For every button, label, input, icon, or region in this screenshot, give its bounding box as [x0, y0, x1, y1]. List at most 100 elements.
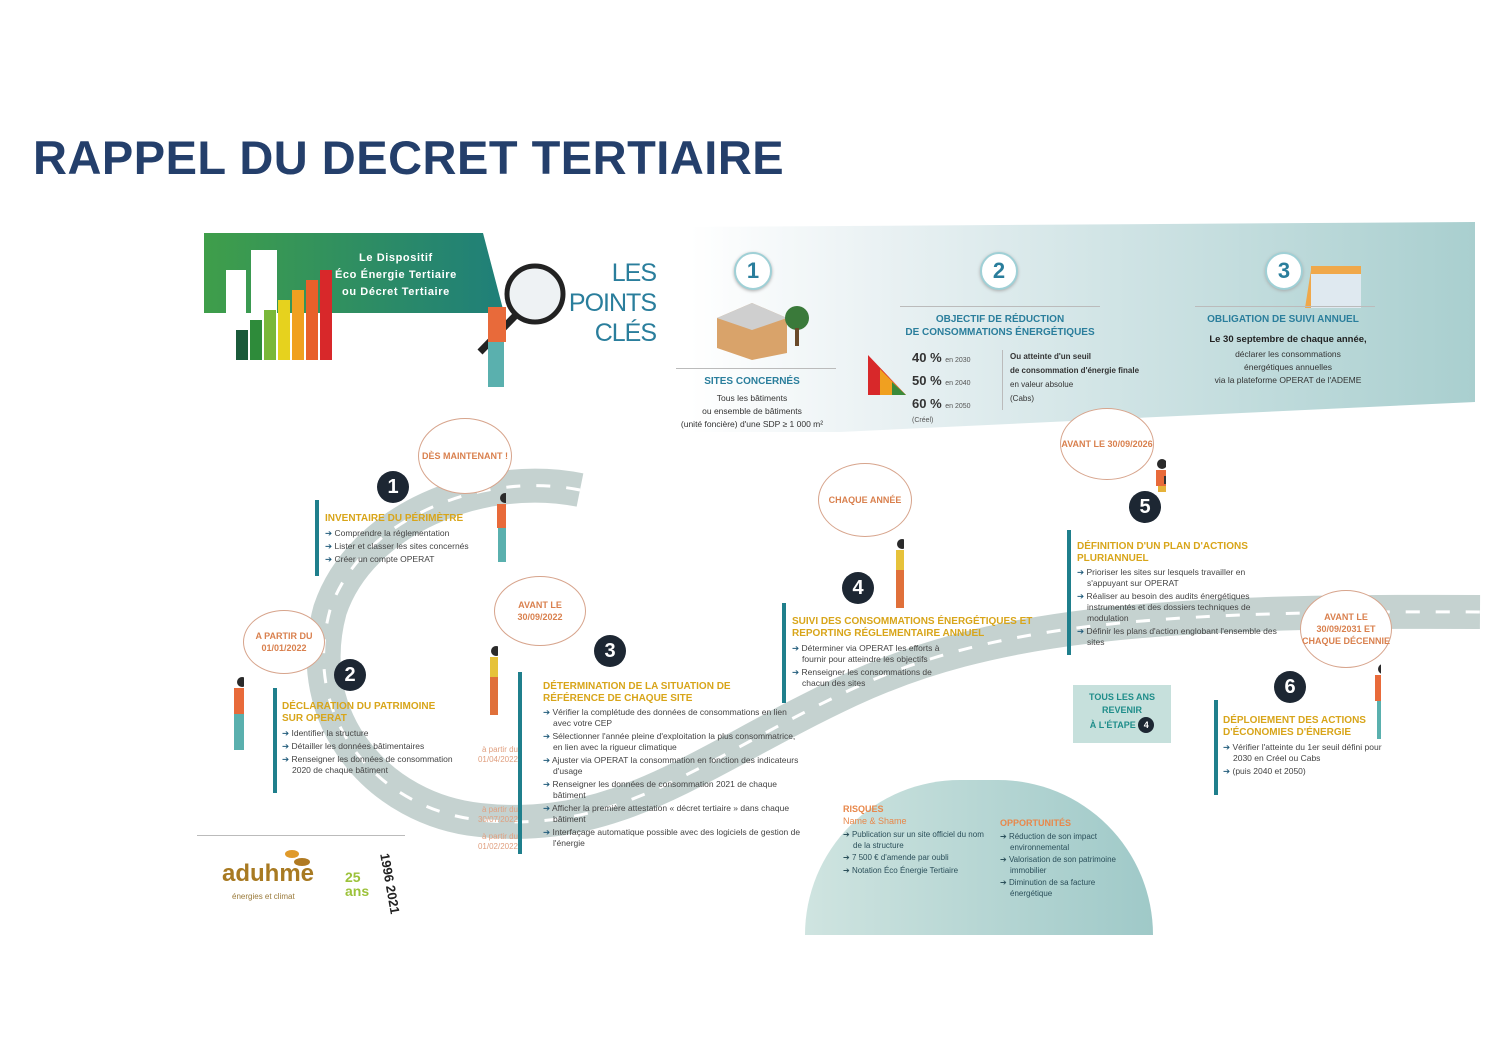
list-item: 7 500 € d'amende par oubli — [843, 853, 993, 864]
target-percent: 40 % — [912, 350, 942, 365]
points-cles-heading: LES POINTS CLÉS — [560, 258, 657, 348]
list-item: Vérifier l'atteinte du 1er seuil défini … — [1223, 742, 1393, 764]
list-item: Prioriser les sites sur lesquels travail… — [1077, 567, 1277, 589]
alt-line: en valeur absolue — [1010, 380, 1074, 389]
key-point-title: OBJECTIF DE RÉDUCTION DE CONSOMMATIONS É… — [880, 313, 1120, 339]
step-5-title: DÉFINITION D'UN PLAN D'ACTIONS PLURIANNU… — [1077, 541, 1248, 564]
step-1-title: INVENTAIRE DU PÉRIMÈTRE — [325, 513, 464, 524]
target-year: en 2040 — [945, 380, 971, 387]
person-icon — [896, 539, 904, 608]
energy-reduction-icon — [868, 355, 906, 395]
list-item: Interfaçage automatique possible avec de… — [543, 827, 803, 849]
person-laptop-icon — [1156, 459, 1166, 492]
list-item: Comprendre la réglementation — [325, 528, 500, 539]
loop-step-number: 4 — [1138, 717, 1155, 733]
divider — [197, 835, 405, 836]
list-item: (puis 2040 et 2050) — [1223, 766, 1393, 777]
title-line: OBJECTIF DE RÉDUCTION — [935, 314, 1065, 325]
banner-text: Le Dispositif Éco Énergie Tertiaire ou D… — [335, 250, 457, 301]
person-icon — [490, 646, 498, 715]
step-4-number: 4 — [842, 572, 874, 604]
list-item: Vérifier la complétude des données de co… — [543, 707, 803, 729]
key-point-body: déclarer les consommations énergétiques … — [1188, 348, 1388, 387]
opportunities: OPPORTUNITÉS Réduction de son impact env… — [1000, 817, 1130, 901]
key-point-lead: Le 30 septembre de chaque année, — [1209, 334, 1367, 345]
list-item: Déterminer via OPERAT les efforts à four… — [792, 643, 952, 665]
target-note: (Créel) — [912, 417, 934, 424]
key-point-number: 2 — [980, 252, 1018, 290]
opportunities-title: OPPORTUNITÉS — [1000, 818, 1072, 828]
key-point-number: 3 — [1265, 252, 1303, 290]
calendar-icon — [1305, 266, 1361, 308]
step-1-bubble: DÈS MAINTENANT ! — [418, 418, 512, 494]
heading-line: CLÉS — [594, 319, 657, 347]
loop-line: REVENIR — [1101, 705, 1142, 715]
body-line: Tous les bâtiments — [716, 393, 788, 403]
step-5-items: Prioriser les sites sur lesquels travail… — [1077, 567, 1277, 650]
key-point-body: Tous les bâtiments ou ensemble de bâtime… — [652, 392, 852, 431]
step-5-bubble: AVANT LE 30/09/2026 — [1060, 408, 1154, 480]
absolute-threshold: Ou atteinte d'un seuil de consommation d… — [1010, 350, 1139, 406]
step-divider — [1214, 700, 1218, 795]
energy-label-buildings-icon — [226, 250, 332, 360]
body-line: énergétiques annuelles — [1244, 362, 1332, 372]
step-6-bubble: AVANT LE 30/09/2031 ET CHAQUE DÉCENNIE — [1300, 590, 1392, 668]
target-year: en 2030 — [945, 357, 971, 364]
loop-line: TOUS LES ANS — [1088, 692, 1155, 702]
page-title: RAPPEL DU DECRET TERTIAIRE — [33, 131, 785, 184]
key-point-title: SITES CONCERNÉS — [704, 376, 800, 387]
list-item: Renseigner les consommations de chacun d… — [792, 667, 952, 689]
alt-line: (Cabs) — [1010, 394, 1035, 403]
opportunities-items: Réduction de son impact environnementalV… — [1000, 832, 1130, 899]
step-1-items: Comprendre la réglementationLister et cl… — [325, 528, 500, 567]
list-item: Notation Éco Énergie Tertiaire — [843, 866, 993, 877]
loop-line: À L'ÉTAPE — [1089, 720, 1136, 730]
risks-items: Publication sur un site officiel du nom … — [843, 830, 993, 876]
list-item: Réaliser au besoin des audits énergétiqu… — [1077, 591, 1277, 624]
list-item: Détailler les données bâtimentaires — [282, 741, 457, 752]
list-item: Publication sur un site officiel du nom … — [843, 830, 993, 851]
step-2-bubble: A PARTIR DU 01/01/2022 — [243, 610, 325, 674]
step-5-number: 5 — [1129, 491, 1161, 523]
risks-subtitle: Name & Shame — [843, 816, 907, 826]
list-item: Identifier la structure — [282, 728, 457, 739]
buildings-icon — [717, 303, 809, 360]
step-4-bubble: CHAQUE ANNÉE — [818, 463, 912, 537]
list-item: Renseigner les données de consommation 2… — [543, 779, 803, 801]
step-3-date: à partir du 01/04/2022 — [477, 745, 518, 764]
step-3-bubble: AVANT LE 30/09/2022 — [494, 576, 586, 646]
list-item: Afficher la première attestation « décre… — [543, 803, 803, 825]
banner-line: ou Décret Tertiaire — [342, 286, 450, 298]
reduction-targets: 40 % en 2030 50 % en 2040 60 % en 2050 (… — [912, 348, 971, 424]
step-4-title: SUIVI DES CONSOMMATIONS ÉNERGÉTIQUES ET … — [792, 616, 1033, 639]
target-row: 60 % en 2050 — [912, 394, 971, 417]
person-icon — [234, 677, 244, 750]
banner-line: Éco Énergie Tertiaire — [335, 269, 457, 281]
target-year: en 2050 — [945, 403, 971, 410]
step-divider — [782, 603, 786, 703]
step-3-items: Vérifier la complétude des données de co… — [543, 707, 803, 851]
key-point-title: OBLIGATION DE SUIVI ANNUEL — [1207, 314, 1359, 325]
aduhme-logo: aduhme — [222, 860, 315, 887]
key-point-number: 1 — [734, 252, 772, 290]
alt-line: de consommation d'énergie finale — [1010, 366, 1140, 375]
step-2-number: 2 — [334, 659, 366, 691]
step-6-number: 6 — [1274, 671, 1306, 703]
body-line: via la plateforme OPERAT de l'ADEME — [1214, 375, 1362, 385]
body-line: (unité foncière) d'une SDP ≥ 1 000 m² — [680, 419, 824, 429]
step-3-date: à partir du 30/07/2022 — [477, 805, 518, 824]
list-item: Renseigner les données de consommation 2… — [282, 754, 457, 776]
alt-line: Ou atteinte d'un seuil — [1010, 352, 1092, 361]
list-item: Sélectionner l'année pleine d'exploitati… — [543, 731, 803, 753]
list-item: Définir les plans d'action englobant l'e… — [1077, 626, 1277, 648]
risks-title: RISQUES — [843, 804, 884, 814]
step-1-number: 1 — [377, 471, 409, 503]
person-icon — [1375, 664, 1381, 739]
list-item: Réduction de son impact environnemental — [1000, 832, 1130, 853]
annual-loop-note: TOUS LES ANS REVENIR À L'ÉTAPE 4 — [1073, 685, 1171, 743]
list-item: Diminution de sa facture énergétique — [1000, 878, 1130, 899]
step-4-items: Déterminer via OPERAT les efforts à four… — [792, 643, 952, 691]
step-2-items: Identifier la structureDétailler les don… — [282, 728, 457, 778]
step-divider — [518, 672, 522, 854]
